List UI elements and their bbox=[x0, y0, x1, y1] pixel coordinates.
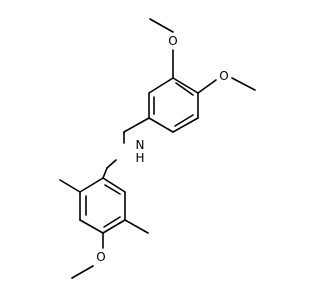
structure-canvas: O O N H O bbox=[59, 18, 256, 279]
methyl-bond-left bbox=[59, 179, 81, 193]
molecule-drawing: O O N H O bbox=[59, 18, 256, 279]
methoxy-group-top: O bbox=[149, 18, 178, 79]
oxygen-label-right: O bbox=[219, 69, 228, 83]
bond bbox=[102, 177, 126, 193]
bond bbox=[123, 117, 150, 133]
bond bbox=[231, 77, 256, 91]
bond bbox=[148, 117, 174, 133]
bond bbox=[149, 18, 174, 33]
bond bbox=[71, 265, 94, 279]
upper-benzene-ring bbox=[148, 77, 199, 133]
bond bbox=[102, 167, 108, 179]
amine-linker: N H bbox=[106, 117, 150, 169]
bond bbox=[172, 117, 199, 133]
bond bbox=[197, 79, 217, 94]
double-bond-inner bbox=[104, 184, 121, 195]
methyl-groups bbox=[59, 179, 149, 234]
double-bond-inner bbox=[175, 82, 194, 96]
bond bbox=[172, 77, 199, 94]
hydrogen-label: H bbox=[135, 151, 144, 165]
double-bond-inner bbox=[174, 114, 194, 127]
bond bbox=[148, 77, 174, 94]
oxygen-label-top: O bbox=[168, 34, 177, 48]
bond bbox=[79, 177, 104, 193]
methoxy-group-bottom: O bbox=[71, 232, 106, 279]
methoxy-group-right: O bbox=[197, 69, 256, 94]
lower-benzene-ring bbox=[79, 167, 126, 234]
bond bbox=[106, 159, 117, 169]
double-bond-inner bbox=[103, 216, 121, 228]
oxygen-label-bottom: O bbox=[96, 250, 105, 264]
bond bbox=[79, 219, 104, 234]
nitrogen-label: N bbox=[136, 138, 145, 152]
methyl-bond-right bbox=[124, 219, 149, 234]
bond bbox=[102, 219, 126, 234]
